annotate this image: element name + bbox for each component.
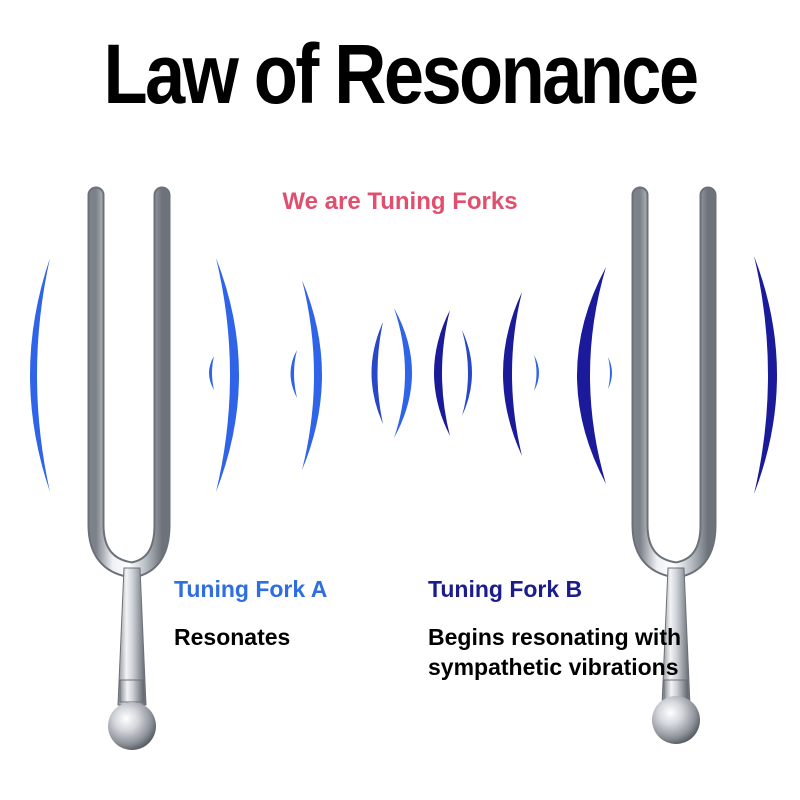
- subtitle: We are Tuning Forks: [282, 188, 518, 215]
- page-title: Law of Resonance: [103, 27, 700, 121]
- wave-arc: [216, 258, 239, 492]
- wave-arc: [394, 308, 412, 438]
- tuning-fork-a: [87, 186, 171, 750]
- fork-b-state: Begins resonating with sympathetic vibra…: [428, 624, 682, 680]
- sound-waves: [30, 256, 777, 494]
- wave-arc: [30, 258, 50, 492]
- wave-arc: [371, 322, 383, 424]
- wave-arc: [503, 292, 522, 456]
- wave-arc: [290, 350, 297, 398]
- wave-arc: [462, 330, 472, 416]
- tuning-fork-b: [631, 186, 717, 744]
- wave-arc: [434, 310, 450, 436]
- wave-arc: [608, 357, 612, 389]
- fork-b-label: Tuning Fork B: [428, 576, 583, 602]
- wave-arc: [577, 267, 606, 484]
- wave-arc: [209, 356, 214, 390]
- fork-a-state: Resonates: [174, 624, 291, 650]
- wave-arc: [754, 256, 777, 494]
- fork-a-label: Tuning Fork A: [174, 576, 328, 602]
- wave-arc: [534, 355, 539, 391]
- wave-arc: [302, 280, 322, 470]
